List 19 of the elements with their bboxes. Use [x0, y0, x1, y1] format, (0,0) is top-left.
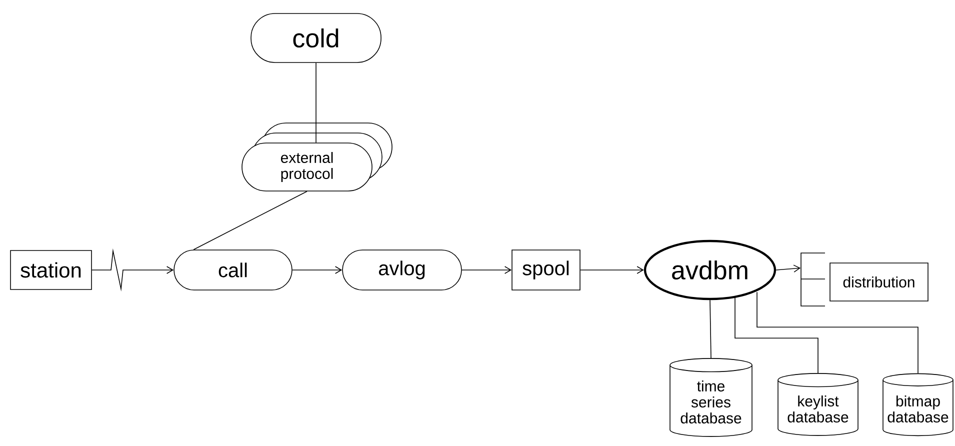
lightning-link-arrow: [92, 248, 174, 292]
connector-line: [756, 292, 918, 374]
process-box: distribution: [830, 262, 928, 302]
rounded-box: call: [174, 250, 292, 290]
process-box: spool: [512, 250, 580, 290]
rounded-box: cold: [250, 13, 382, 63]
rounded-box: avlog: [342, 250, 462, 290]
arrow: [292, 266, 342, 274]
process-box: station: [10, 250, 92, 290]
connector-line: [193, 191, 308, 250]
connector-line: [710, 300, 712, 358]
connector-line: [734, 296, 818, 374]
arrow: [580, 266, 644, 274]
database-cylinder: time series database: [670, 358, 752, 437]
arrow: [776, 264, 801, 272]
arrow: [462, 266, 512, 274]
database-cylinder: bitmap database: [882, 373, 954, 436]
database-cylinder: keylist database: [778, 373, 858, 436]
stacked-rounded-boxes: external protocol: [242, 122, 392, 192]
